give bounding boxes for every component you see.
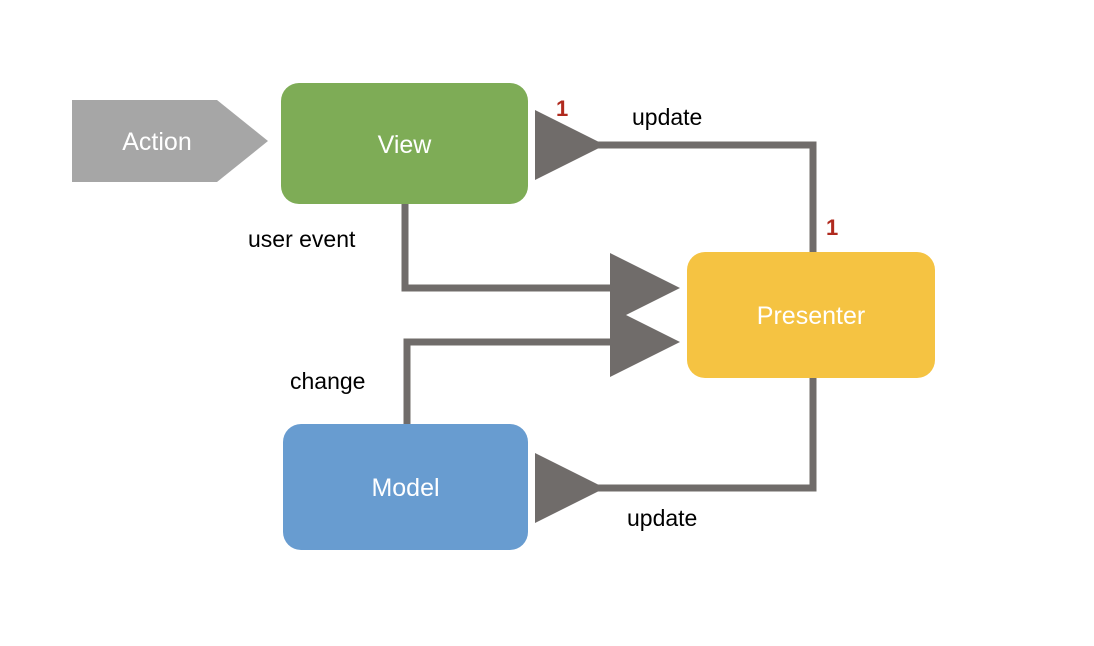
- edge-label-change: change: [290, 368, 366, 394]
- edge-label-update-top: update: [632, 104, 703, 130]
- edge-presenter-to-model: [535, 378, 817, 523]
- edge-presenter-to-view: [535, 110, 817, 252]
- sequence-marker-presenter: 1: [826, 215, 839, 240]
- node-presenter[interactable]: [687, 252, 935, 378]
- edge-label-user-event: user event: [248, 226, 356, 252]
- edge-label-update-bottom: update: [627, 505, 698, 531]
- sequence-marker-view: 1: [556, 96, 569, 121]
- edge-model-to-presenter: [403, 307, 680, 424]
- node-action-label: Action: [122, 128, 192, 156]
- node-view[interactable]: [281, 83, 528, 204]
- node-action[interactable]: [72, 100, 268, 182]
- edge-view-to-presenter: [401, 204, 680, 323]
- node-model[interactable]: [283, 424, 528, 550]
